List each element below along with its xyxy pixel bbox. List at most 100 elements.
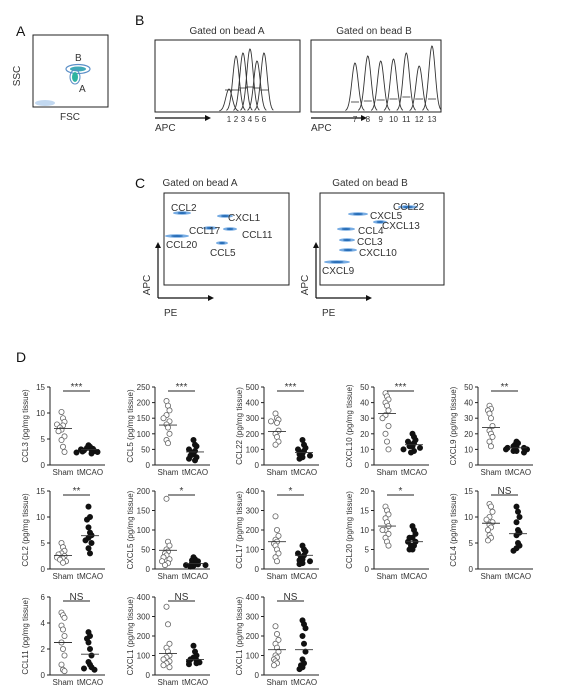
sham-point bbox=[166, 430, 173, 437]
tmcao-point bbox=[296, 666, 303, 673]
cluster-label: CCL11 bbox=[242, 230, 273, 241]
y-tick-label: 100 bbox=[137, 526, 151, 535]
y-tick-label: 20 bbox=[360, 430, 369, 439]
panel-b-right-frame bbox=[310, 39, 442, 113]
tmcao-point bbox=[400, 446, 407, 453]
panel-c-right-title: Gated on bead B bbox=[332, 178, 408, 189]
sham-point bbox=[166, 664, 173, 671]
tmcao-point bbox=[85, 639, 92, 646]
tmcao-point bbox=[187, 563, 194, 570]
group-label: Sham bbox=[53, 572, 74, 581]
panel-b-left-histogram bbox=[219, 48, 274, 112]
peak-number: 5 bbox=[255, 115, 260, 124]
y-axis-label: CCL2 (pg/mg tissue) bbox=[21, 493, 30, 567]
significance-label: ** bbox=[73, 486, 81, 497]
y-tick-label: 100 bbox=[246, 445, 260, 454]
panel-c-left-ylabel: APC bbox=[142, 275, 153, 296]
y-tick-label: 500 bbox=[246, 383, 260, 392]
y-axis-label: CCL5 (pg/mg tissue) bbox=[126, 389, 135, 463]
sham-point bbox=[385, 407, 392, 414]
bead-cluster-core bbox=[206, 227, 214, 229]
tmcao-point bbox=[202, 562, 209, 569]
bead-cluster-core bbox=[353, 213, 363, 215]
group-label: Sham bbox=[158, 468, 179, 477]
tmcao-point bbox=[85, 503, 92, 510]
tmcao-point bbox=[190, 642, 197, 649]
panel-c-right-ylabel: APC bbox=[300, 275, 311, 296]
panel-c-left-frame bbox=[163, 192, 290, 286]
tmcao-point bbox=[299, 633, 306, 640]
panel-label-b: B bbox=[135, 12, 144, 28]
sham-point bbox=[385, 422, 392, 429]
sham-point bbox=[160, 415, 167, 422]
cluster-label: CXCL9 bbox=[322, 266, 355, 277]
y-tick-label: 6 bbox=[41, 593, 46, 602]
significance-label: ** bbox=[501, 382, 509, 393]
y-tick-label: 0 bbox=[255, 671, 260, 680]
panel-c-right-frame bbox=[319, 192, 445, 286]
y-tick-label: 0 bbox=[469, 565, 474, 574]
y-tick-label: 200 bbox=[137, 399, 151, 408]
sham-point bbox=[275, 648, 282, 655]
y-tick-label: 0 bbox=[41, 671, 46, 680]
y-axis-label: CXCL10 (pg/mg tissue) bbox=[345, 384, 354, 467]
histogram-peak bbox=[247, 60, 267, 111]
y-tick-label: 50 bbox=[141, 546, 150, 555]
y-tick-label: 10 bbox=[36, 513, 45, 522]
sham-point bbox=[489, 433, 496, 440]
sham-point bbox=[61, 614, 68, 621]
sham-point bbox=[58, 408, 65, 415]
sham-point bbox=[58, 661, 65, 668]
y-tick-label: 4 bbox=[41, 619, 46, 628]
tmcao-point bbox=[185, 455, 192, 462]
peak-number: 6 bbox=[262, 115, 267, 124]
y-axis-label: CXCL1 (pg/mg tissue) bbox=[235, 596, 244, 675]
histogram-peak bbox=[233, 52, 253, 111]
peak-number: 1 bbox=[227, 115, 232, 124]
y-tick-label: 0 bbox=[255, 565, 260, 574]
group-label: Sham bbox=[377, 572, 398, 581]
significance-label: NS bbox=[70, 592, 84, 603]
sham-point bbox=[487, 443, 494, 450]
significance-label: * bbox=[289, 486, 293, 497]
tmcao-point bbox=[406, 546, 413, 553]
panel-b-right-title: Gated on bead B bbox=[336, 26, 412, 37]
peak-number: 7 bbox=[353, 115, 358, 124]
histogram-peak bbox=[396, 52, 416, 111]
y-tick-label: 30 bbox=[464, 414, 473, 423]
sham-point bbox=[60, 559, 67, 566]
y-tick-label: 300 bbox=[246, 613, 260, 622]
sham-point bbox=[61, 633, 68, 640]
panel-a-ylabel: SSC bbox=[12, 66, 23, 87]
group-label: tMCAO bbox=[182, 678, 208, 687]
cluster-label: CCL17 bbox=[189, 226, 221, 237]
y-tick-label: 0 bbox=[146, 671, 151, 680]
panel-b-left-xlabel: APC bbox=[155, 123, 176, 134]
y-tick-label: 200 bbox=[137, 487, 151, 496]
tmcao-point bbox=[73, 449, 80, 456]
bead-cluster-core bbox=[221, 215, 229, 217]
y-tick-label: 10 bbox=[36, 409, 45, 418]
panel-c-left-apc-arrowhead bbox=[155, 242, 161, 248]
significance-label: * bbox=[399, 486, 403, 497]
bead-b-gate bbox=[65, 63, 91, 75]
bead-cluster-core bbox=[330, 261, 344, 263]
sham-point bbox=[160, 656, 167, 663]
cluster-label: CXCL1 bbox=[228, 213, 261, 224]
y-axis-label: CCL11 (pg/mg tissue) bbox=[21, 597, 30, 675]
sham-point bbox=[272, 623, 279, 630]
tmcao-point bbox=[300, 640, 307, 647]
bead-cluster-core bbox=[343, 239, 351, 241]
histogram-peak bbox=[357, 55, 378, 111]
y-axis-label: CCL20 (pg/mg tissue) bbox=[345, 491, 354, 569]
sham-point bbox=[164, 621, 171, 628]
